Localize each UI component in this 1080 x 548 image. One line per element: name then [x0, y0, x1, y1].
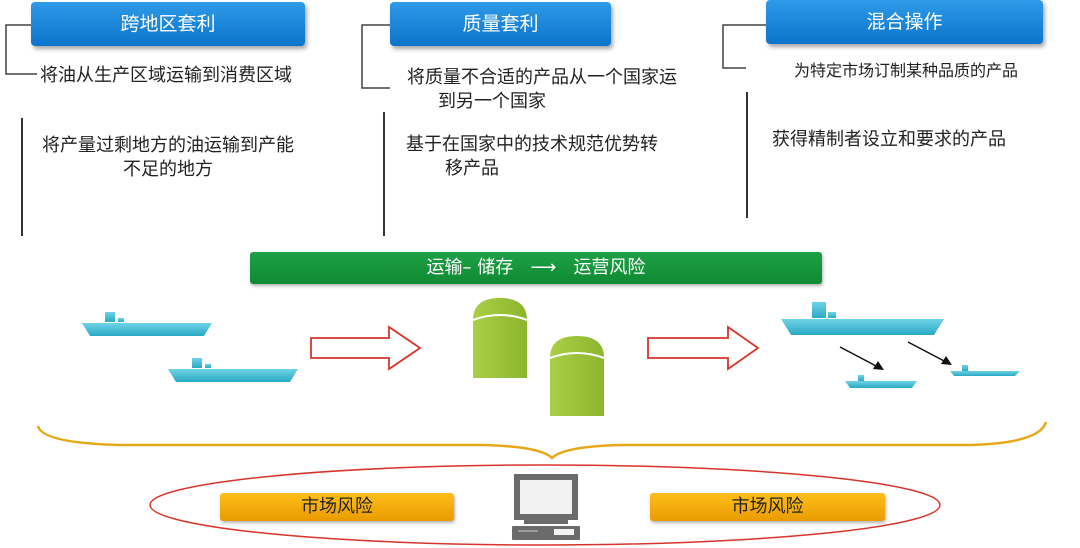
quality-arbitrage-label: 质量套利 [462, 13, 539, 35]
block-arrow-icon [647, 325, 760, 371]
bracket-connector-1 [5, 24, 37, 75]
bracket-connector-3 [722, 24, 766, 69]
operational-risk-text: 运营风险 [573, 257, 646, 278]
col1-divider [21, 118, 23, 236]
ship-icon [82, 312, 212, 336]
quality-arbitrage-button[interactable]: 质量套利 [390, 2, 611, 46]
logistics-illustration [82, 298, 1020, 416]
transport-storage-text: 运输– 储存 [426, 257, 514, 278]
col2-detail-line2: 移产品 [445, 158, 499, 179]
blending-operation-label: 混合操作 [866, 11, 943, 33]
ellipse [149, 464, 941, 546]
ship-icon [950, 365, 1020, 376]
market-risk-right: 市场风险 [650, 493, 885, 521]
flow-arrow-icon: ⟶ [530, 257, 557, 278]
computer-icon [512, 474, 580, 540]
bracket-connector-2 [361, 24, 390, 89]
block-arrow-icon [310, 325, 422, 371]
col1-detail: 将产量过剩地方的油运输到产能 不足的地方 [30, 134, 306, 182]
col1-detail-line1: 将产量过剩地方的油运输到产能 [42, 135, 294, 156]
col2-divider [383, 112, 385, 236]
blending-operation-button[interactable]: 混合操作 [766, 0, 1043, 44]
ship-icon [781, 302, 944, 335]
dispatch-arrow-icon [907, 341, 952, 365]
bracket-connectors [5, 24, 766, 89]
market-risk-left-label: 市场风险 [301, 496, 373, 517]
market-risk-right-label: 市场风险 [731, 496, 804, 517]
ship-icon [168, 358, 298, 382]
col3-description: 为特定市场订制某种品质的产品 [794, 61, 1019, 80]
col3-detail: 获得精制者设立和要求的产品 [772, 129, 1006, 150]
cross-region-arbitrage-button[interactable]: 跨地区套利 [31, 2, 305, 46]
storage-tank-icon [472, 298, 528, 378]
ship-icon [845, 375, 917, 388]
transport-storage-bar: 运输– 储存 ⟶ 运营风险 [250, 252, 822, 284]
storage-tank-icon [549, 336, 605, 416]
col1-detail-line2: 不足的地方 [123, 159, 213, 180]
dispatch-arrow-icon [839, 346, 884, 370]
col2-description: 将质量不合适的产品从一个国家运 到另一个国家 [392, 66, 692, 114]
col2-description-line2: 到另一个国家 [438, 91, 546, 112]
curly-brace [36, 421, 1048, 460]
col2-detail-line1: 基于在国家中的技术规范优势转 [406, 134, 658, 155]
col2-description-line1: 将质量不合适的产品从一个国家运 [407, 67, 677, 88]
col2-detail: 基于在国家中的技术规范优势转 移产品 [392, 133, 672, 181]
cross-region-arbitrage-label: 跨地区套利 [120, 13, 216, 35]
col1-description: 将油从生产区域运输到消费区域 [40, 65, 292, 86]
market-risk-left: 市场风险 [220, 493, 454, 521]
col3-divider [746, 92, 748, 218]
